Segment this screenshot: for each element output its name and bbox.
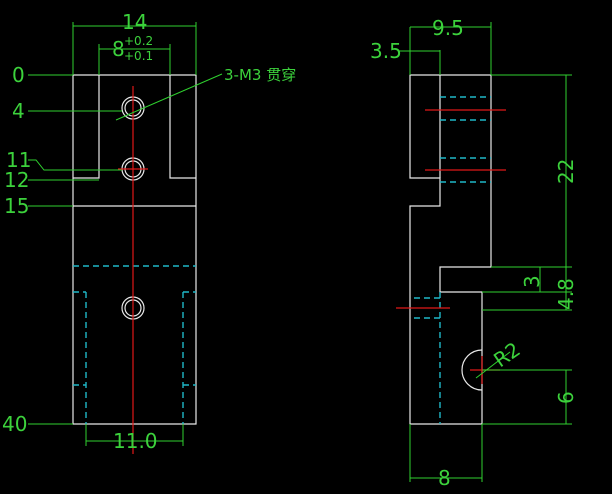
front-slot-left <box>73 75 100 179</box>
r2-label: R2 <box>489 337 525 372</box>
ord-11 <box>28 159 122 171</box>
label-12: 12 <box>4 168 29 192</box>
label-40: 40 <box>2 412 27 436</box>
dim-11: 11.0 <box>113 429 158 453</box>
thread-note: 3-M3 贯穿 <box>224 66 296 84</box>
label-4: 4 <box>12 99 25 123</box>
r2-leader <box>475 351 511 379</box>
dim-8: 8 <box>112 37 125 61</box>
dim-4-8: 4.8 <box>554 278 578 310</box>
dim-22: 22 <box>554 159 578 184</box>
front-slot-right <box>169 75 196 179</box>
tol-upper: +0.2 <box>124 34 153 48</box>
dim-3: 3 <box>520 275 544 288</box>
dim-9-5: 9.5 <box>432 16 464 40</box>
side-outline <box>409 74 492 425</box>
r2-arc <box>461 349 483 391</box>
note-leader <box>115 73 223 121</box>
dim-8-side: 8 <box>438 466 451 490</box>
label-15: 15 <box>4 194 29 218</box>
label-11: 11 <box>6 148 31 172</box>
label-0: 0 <box>12 63 25 87</box>
side-view: R2 9.5 3.5 22 3 4.8 6 8 <box>370 16 578 490</box>
tol-lower: +0.1 <box>124 49 153 63</box>
dim-6: 6 <box>554 391 578 404</box>
front-view: 14 8 +0.2 +0.1 3-M3 贯穿 0 4 11 12 15 40 1… <box>2 10 296 454</box>
dim-3-5: 3.5 <box>370 39 402 63</box>
front-outline <box>72 74 197 425</box>
dim-14: 14 <box>122 10 147 34</box>
